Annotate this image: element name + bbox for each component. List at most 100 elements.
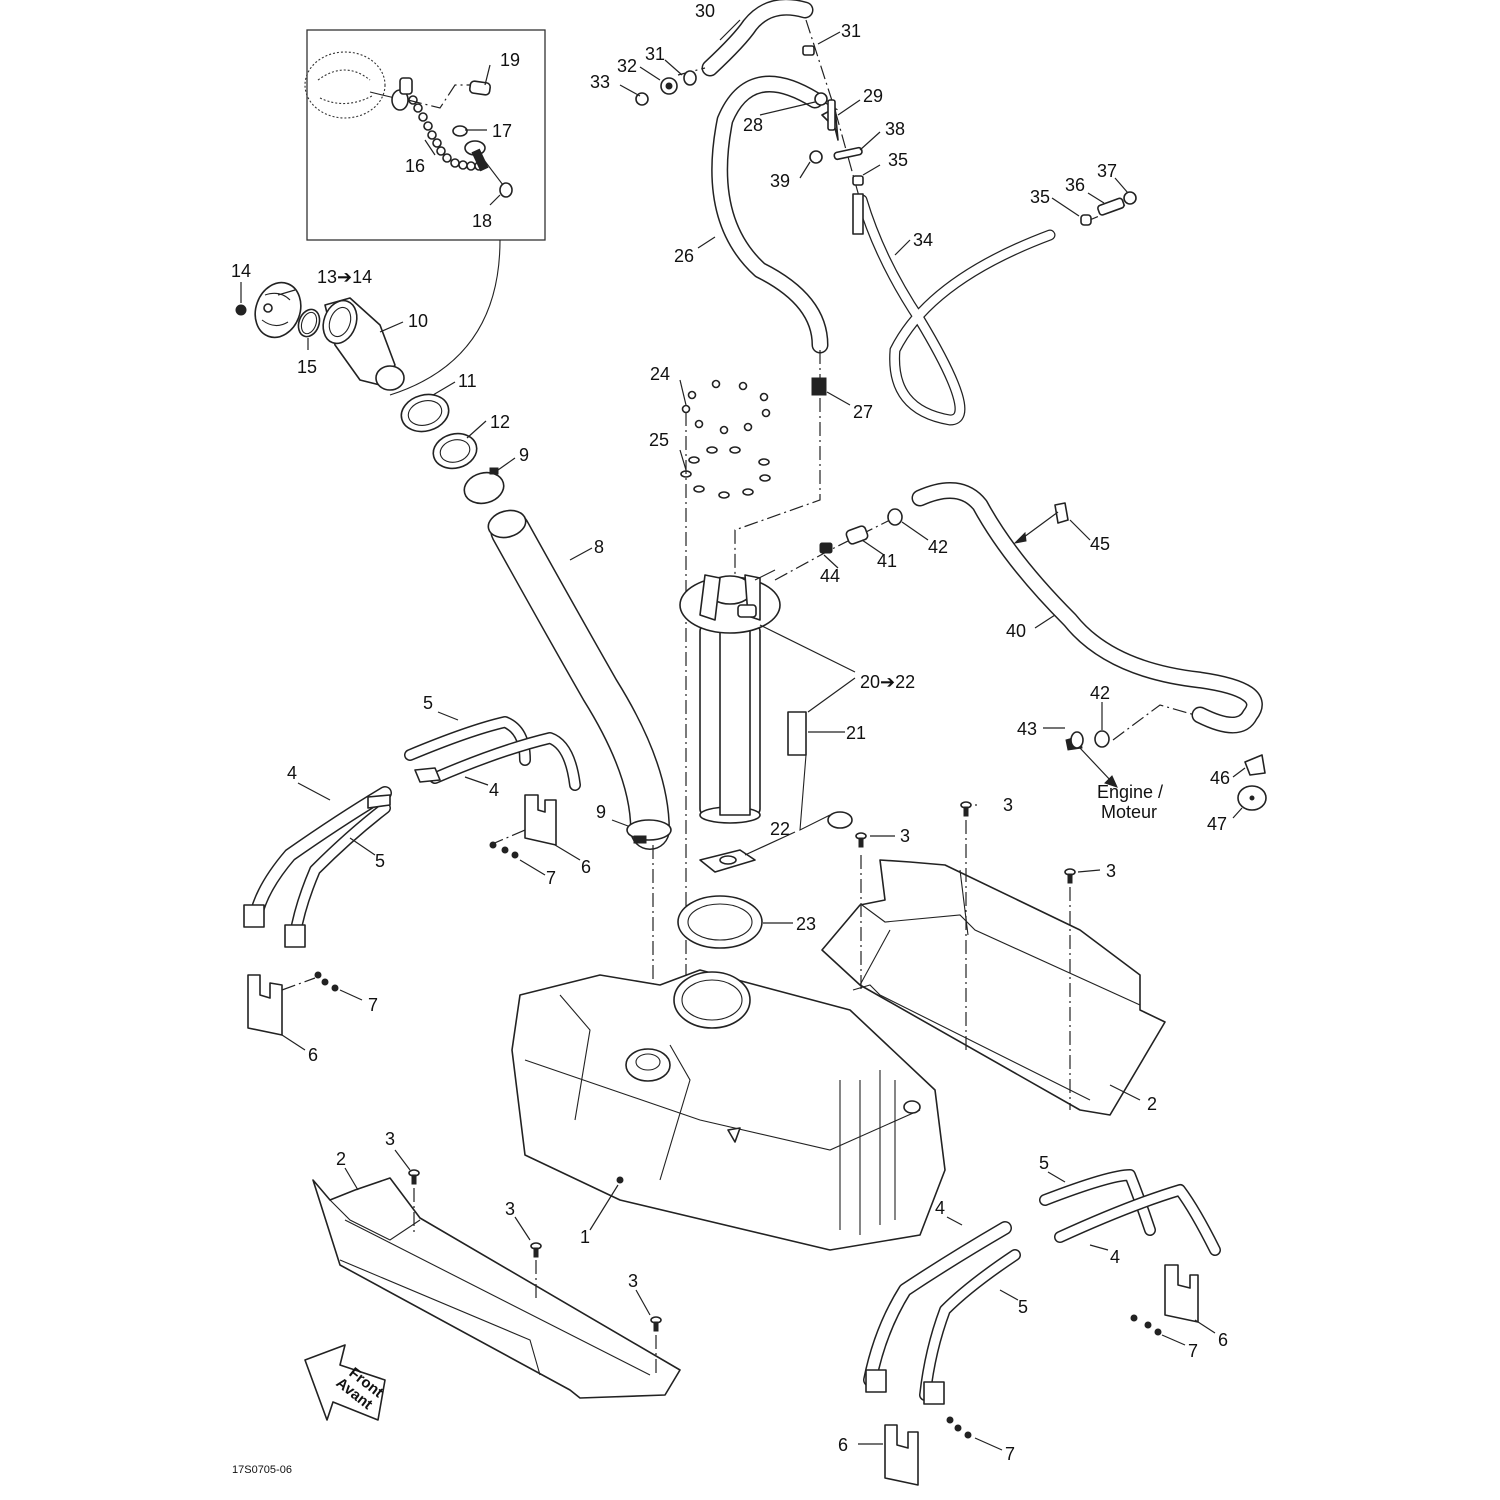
- callout-46: 46: [1210, 768, 1230, 788]
- callout-8: 8: [594, 537, 604, 557]
- callout-27: 27: [853, 402, 873, 422]
- callout-5-upper: 5: [423, 693, 433, 713]
- callout-7-right: 7: [1188, 1341, 1198, 1361]
- callout-26: 26: [674, 246, 694, 266]
- level-sender-21: [787, 711, 807, 756]
- strap-bracket-6-right: [1130, 1264, 1199, 1336]
- cap-outline-phantom: [304, 51, 386, 119]
- callout-38: 38: [885, 119, 905, 139]
- callout-3-front-mid: 3: [505, 1199, 515, 1219]
- callout-13: 13➔14: [317, 267, 372, 287]
- vent-hose-34: [856, 194, 1056, 426]
- inset-pointer-line: [389, 239, 501, 396]
- tank-straps-right: [863, 1169, 1221, 1405]
- filter-22: [699, 849, 756, 873]
- callout-41: 41: [877, 551, 897, 571]
- strap-bracket-6-bottom: [884, 1416, 972, 1486]
- vent-hose-26: [711, 75, 829, 354]
- strap-bracket-6-left: [247, 971, 339, 1036]
- callout-23: 23: [796, 914, 816, 934]
- callout-14: 14: [231, 261, 251, 281]
- callout-37: 37: [1097, 161, 1117, 181]
- callout-42-upper: 42: [928, 537, 948, 557]
- callout-16: 16: [405, 156, 425, 176]
- callout-6-left: 6: [308, 1045, 318, 1065]
- callout-12: 12: [490, 412, 510, 432]
- callout-9-lower: 9: [596, 802, 606, 822]
- callout-25: 25: [649, 430, 669, 450]
- callout-31-lower: 31: [645, 44, 665, 64]
- inset-frame: [306, 29, 546, 241]
- retaining-ring-12: [432, 432, 478, 470]
- connector-46: [1244, 754, 1266, 776]
- strap-4-end: [243, 904, 265, 928]
- callout-18: 18: [472, 211, 492, 231]
- callout-3-rear-left: 3: [900, 826, 910, 846]
- callout-2-front: 2: [336, 1149, 346, 1169]
- nut-24: [681, 404, 691, 414]
- callout-1: 1: [580, 1227, 590, 1247]
- callout-44: 44: [820, 566, 840, 586]
- clamp-35: [852, 175, 864, 186]
- callout-9-upper: 9: [519, 445, 529, 465]
- callout-39: 39: [770, 171, 790, 191]
- rivet-18: [499, 182, 513, 198]
- tank-shield-2-front: [312, 1177, 681, 1399]
- clamp-42-upper: [887, 508, 903, 526]
- callout-5-left: 5: [375, 851, 385, 871]
- fuel-connectors: [819, 502, 1267, 811]
- callout-45: 45: [1090, 534, 1110, 554]
- callout-19: 19: [500, 50, 520, 70]
- washer-17: [452, 125, 468, 137]
- callout-15: 15: [297, 357, 317, 377]
- callout-3-rear-right: 3: [1106, 861, 1116, 881]
- quick-connector-41: [845, 525, 869, 545]
- filler-neck-assembly: [235, 281, 505, 505]
- cap-37: [1123, 191, 1137, 205]
- strap-bracket-6-upper: [489, 794, 557, 859]
- callout-10: 10: [408, 311, 428, 331]
- callout-5-right-lower: 5: [1018, 1297, 1028, 1317]
- callout-35-upper: 35: [888, 150, 908, 170]
- callout-7-left: 7: [368, 995, 378, 1015]
- clamp-42-lower: [1094, 730, 1110, 748]
- callout-21: 21: [846, 723, 866, 743]
- push-rivets-3-front: [408, 1169, 662, 1332]
- callout-4-right-left: 4: [935, 1198, 945, 1218]
- callout-3-front-left: 3: [385, 1129, 395, 1149]
- callout-22: 22: [770, 819, 790, 839]
- gasket-11: [400, 393, 450, 433]
- leader-lines: [240, 19, 1246, 1451]
- callout-7-upper: 7: [546, 868, 556, 888]
- reference-code: 17S0705-06: [232, 1464, 292, 1476]
- callout-3-rear-mid: 3: [1003, 795, 1013, 815]
- callout-11: 11: [458, 371, 477, 391]
- pin-19: [468, 80, 492, 96]
- callout-28: 28: [743, 115, 763, 135]
- filler-hose-8: [487, 509, 670, 850]
- callout-47: 47: [1207, 814, 1227, 834]
- pump-nuts-washers: [680, 379, 771, 499]
- o-ring-15: [297, 308, 321, 338]
- hose-clip-45: [1054, 502, 1069, 524]
- clamp-28: [814, 92, 828, 106]
- callout-35-right: 35: [1030, 187, 1050, 207]
- clamp-31-upper: [802, 45, 815, 56]
- callout-2-rear: 2: [1147, 1094, 1157, 1114]
- fuel-tank-1: [511, 969, 946, 1251]
- callout-30: 30: [695, 1, 715, 21]
- callout-3-front-right: 3: [628, 1271, 638, 1291]
- callout-42-lower: 42: [1090, 683, 1110, 703]
- callout-40: 40: [1006, 621, 1026, 641]
- vent-fittings: [635, 45, 1137, 396]
- callout-6-right: 6: [1218, 1330, 1228, 1350]
- callout-6-upper: 6: [581, 857, 591, 877]
- callout-labels: 19 1 7 16 18 14 13➔14 15 10 11 12 9 8 9 3…: [231, 1, 1230, 1476]
- clamp-35-right: [1080, 214, 1092, 226]
- push-rivets-3-rear: [855, 801, 1076, 884]
- callout-4-right-upper: 4: [1110, 1247, 1120, 1267]
- fuel-cap-13: [254, 281, 302, 339]
- clamp-31-lower: [683, 70, 697, 86]
- callout-4-left: 4: [287, 763, 297, 783]
